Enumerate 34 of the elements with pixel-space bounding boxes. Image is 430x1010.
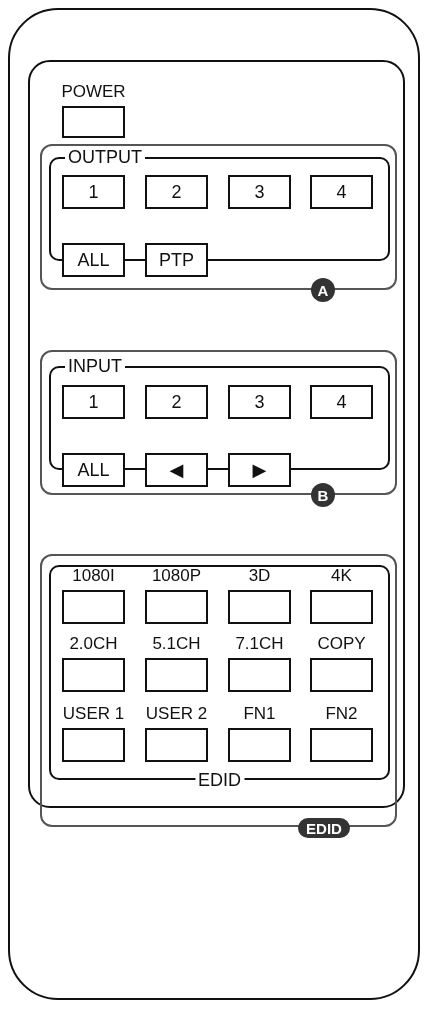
- remote-button: ALL: [62, 453, 125, 487]
- remote-button: 3: [228, 175, 291, 209]
- remote-button: 4: [310, 175, 373, 209]
- button-label: 2.0CH: [68, 634, 119, 654]
- button-label: 1080P: [150, 566, 203, 586]
- button-label: COPY: [316, 634, 367, 654]
- button-label: POWER: [60, 82, 127, 102]
- button-label: 1080I: [71, 566, 116, 586]
- button-label: 5.1CH: [151, 634, 202, 654]
- remote-button: 1: [62, 385, 125, 419]
- remote-button: PTP: [145, 243, 208, 277]
- button-label: USER 2: [144, 704, 209, 724]
- remote-button: 4: [310, 385, 373, 419]
- button-label: 4K: [330, 566, 353, 586]
- group-heading: INPUT: [65, 357, 125, 375]
- remote-button: 1: [62, 175, 125, 209]
- button-label: USER 1: [61, 704, 126, 724]
- button-panel: [28, 60, 405, 808]
- remote-button: 2: [145, 175, 208, 209]
- group-heading: OUTPUT: [65, 148, 145, 166]
- remote-button: 3: [228, 385, 291, 419]
- remote-button: ▶: [228, 453, 291, 487]
- group-marker: EDID: [298, 818, 350, 838]
- group-marker: B: [311, 483, 335, 507]
- button-label: 7.1CH: [234, 634, 285, 654]
- remote-body: [8, 8, 420, 1000]
- group-marker: A: [311, 278, 335, 302]
- button-label: 3D: [247, 566, 272, 586]
- remote-button: ALL: [62, 243, 125, 277]
- button-label: FN2: [324, 704, 359, 724]
- button-label: FN1: [242, 704, 277, 724]
- remote-button: ◀: [145, 453, 208, 487]
- remote-button: 2: [145, 385, 208, 419]
- group-heading: EDID: [195, 771, 244, 789]
